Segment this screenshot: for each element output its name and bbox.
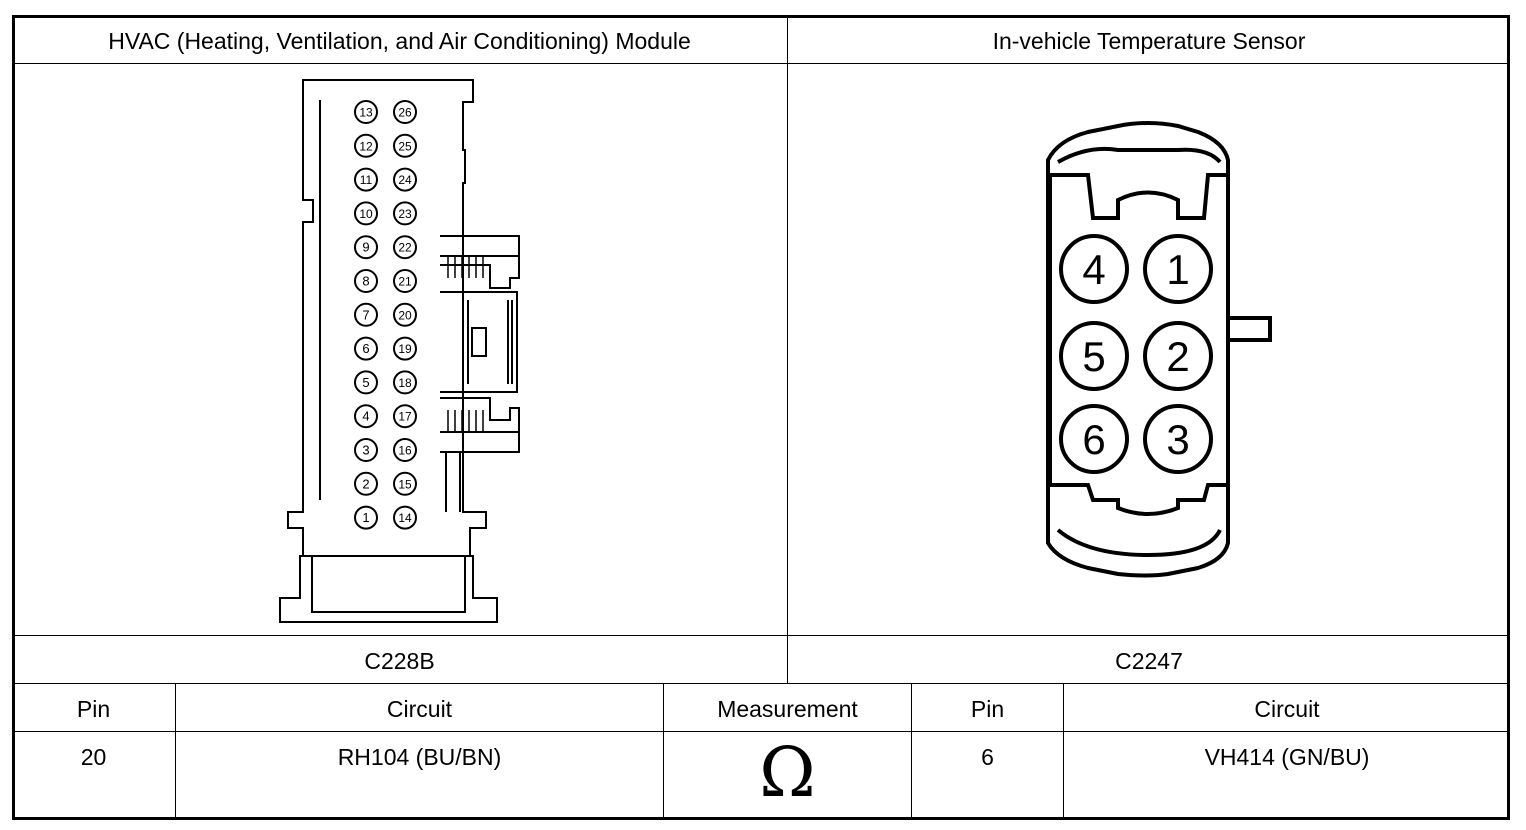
pin-16-circle [393, 438, 417, 462]
ohm-symbol: Ω [759, 734, 816, 813]
pin-6-label: 6 [362, 341, 369, 356]
connector-bottom-tray [279, 555, 498, 623]
table-cell-circuit-left: RH104 (BU/BN) [337, 744, 502, 770]
header-divider [12, 63, 1510, 64]
pin-21-circle [393, 269, 417, 293]
pin-1-label: 1 [362, 510, 369, 525]
pin-22-circle [393, 235, 417, 260]
pin-4-label: 4 [362, 409, 369, 424]
pin-24-label: 24 [398, 173, 412, 187]
pin-13-label: 13 [359, 106, 373, 120]
connector-body-outline [287, 79, 487, 557]
sensor-pin-4-label: 4 [1082, 246, 1105, 293]
pin-7-circle [354, 302, 378, 327]
pin-11-label: 11 [360, 173, 373, 187]
pin-19-label: 19 [398, 342, 412, 356]
pin-1-circle [354, 505, 378, 530]
sensor-pin-6-label: 6 [1082, 416, 1105, 463]
pin-26-label: 26 [398, 106, 412, 120]
table-col-divider-2 [663, 683, 664, 820]
table-col-divider-3 [911, 683, 912, 820]
table-cell-pin-left: 20 [80, 744, 107, 770]
sensor-housing-outline [1046, 121, 1230, 578]
table-cell-pin-right: 6 [981, 744, 994, 770]
pin-5-label: 5 [362, 375, 369, 390]
sensor-pin-6-circle [1059, 404, 1129, 474]
image-divider [12, 635, 1510, 636]
pin-9-label: 9 [362, 240, 369, 255]
sensor-pin-3-label: 3 [1166, 416, 1189, 463]
pin-16-label: 16 [398, 444, 412, 458]
pin-15-label: 15 [398, 477, 412, 491]
pin-11-circle [354, 167, 378, 192]
pin-4-circle [354, 404, 378, 429]
pin-6-circle [354, 336, 378, 361]
pin-25-label: 25 [398, 139, 412, 153]
pin-25-circle [393, 133, 417, 158]
table-header-circuit-right: Circuit [1254, 696, 1320, 722]
diagram-frame [12, 15, 1510, 820]
connector-c2247-drawing: 4 1 5 2 6 3 [1046, 121, 1272, 578]
sensor-pin-1-circle [1143, 234, 1213, 304]
pin-24-circle [393, 167, 417, 192]
pin-18-label: 18 [398, 376, 412, 390]
pin-8-circle [354, 269, 378, 293]
sensor-pin-1-label: 1 [1166, 246, 1189, 293]
sensor-pin-2-circle [1143, 321, 1213, 391]
pin-23-label: 23 [398, 207, 412, 221]
pin-10-label: 10 [359, 207, 373, 221]
table-cell-circuit-right: VH414 (GN/BU) [1204, 744, 1370, 770]
header-temperature-sensor: In-vehicle Temperature Sensor [992, 28, 1306, 54]
pin-17-circle [393, 404, 417, 429]
table-header-circuit-left: Circuit [386, 696, 453, 722]
table-header-divider [12, 731, 1510, 732]
sensor-pin-4-circle [1059, 234, 1129, 304]
pin-17-label: 17 [398, 410, 412, 424]
sensor-side-tab [1228, 316, 1272, 342]
sensor-top-latch [1050, 173, 1226, 220]
table-header-pin-right: Pin [970, 696, 1005, 722]
pin-14-label: 14 [398, 511, 412, 525]
connector-id-divider [12, 683, 1510, 684]
connector-latch [440, 235, 520, 289]
sensor-bottom-latch [1050, 483, 1226, 516]
table-col-divider-1 [175, 683, 176, 820]
pin-10-circle [354, 201, 378, 226]
pin-2-label: 2 [362, 476, 369, 491]
pin-3-circle [354, 438, 378, 462]
connector-c228b-drawing: 1312111098765432126252423222120191817161… [279, 79, 520, 623]
pin-18-circle [393, 370, 417, 395]
sensor-pin-5-label: 5 [1082, 333, 1105, 380]
sensor-pin-5-circle [1059, 321, 1129, 391]
table-col-divider-4 [1063, 683, 1064, 820]
pin-12-circle [354, 133, 378, 158]
pin-5-circle [354, 370, 378, 395]
pin-22-label: 22 [398, 241, 412, 255]
pin-2-circle [354, 471, 378, 496]
sensor-pin-3-circle [1143, 404, 1213, 474]
pin-14-circle [393, 505, 417, 530]
pin-15-circle [393, 471, 417, 496]
pin-13-circle [354, 100, 378, 124]
pin-8-label: 8 [362, 274, 369, 289]
pin-9-circle [354, 235, 378, 260]
center-divider [787, 15, 788, 684]
pin-20-label: 20 [398, 308, 412, 322]
pin-26-circle [393, 100, 417, 124]
sensor-pin-2-label: 2 [1166, 333, 1189, 380]
pin-12-label: 12 [359, 139, 373, 153]
pin-23-circle [393, 201, 417, 226]
pin-3-label: 3 [362, 443, 369, 458]
connector-id-left: C228B [364, 648, 435, 674]
pin-7-label: 7 [362, 307, 369, 322]
pin-20-circle [393, 302, 417, 327]
pin-19-circle [393, 336, 417, 361]
connector-id-right: C2247 [1115, 648, 1183, 674]
table-header-measurement: Measurement [717, 696, 858, 722]
header-hvac-module: HVAC (Heating, Ventilation, and Air Cond… [108, 28, 691, 54]
table-header-pin-left: Pin [76, 696, 111, 722]
pin-21-label: 21 [398, 275, 412, 289]
